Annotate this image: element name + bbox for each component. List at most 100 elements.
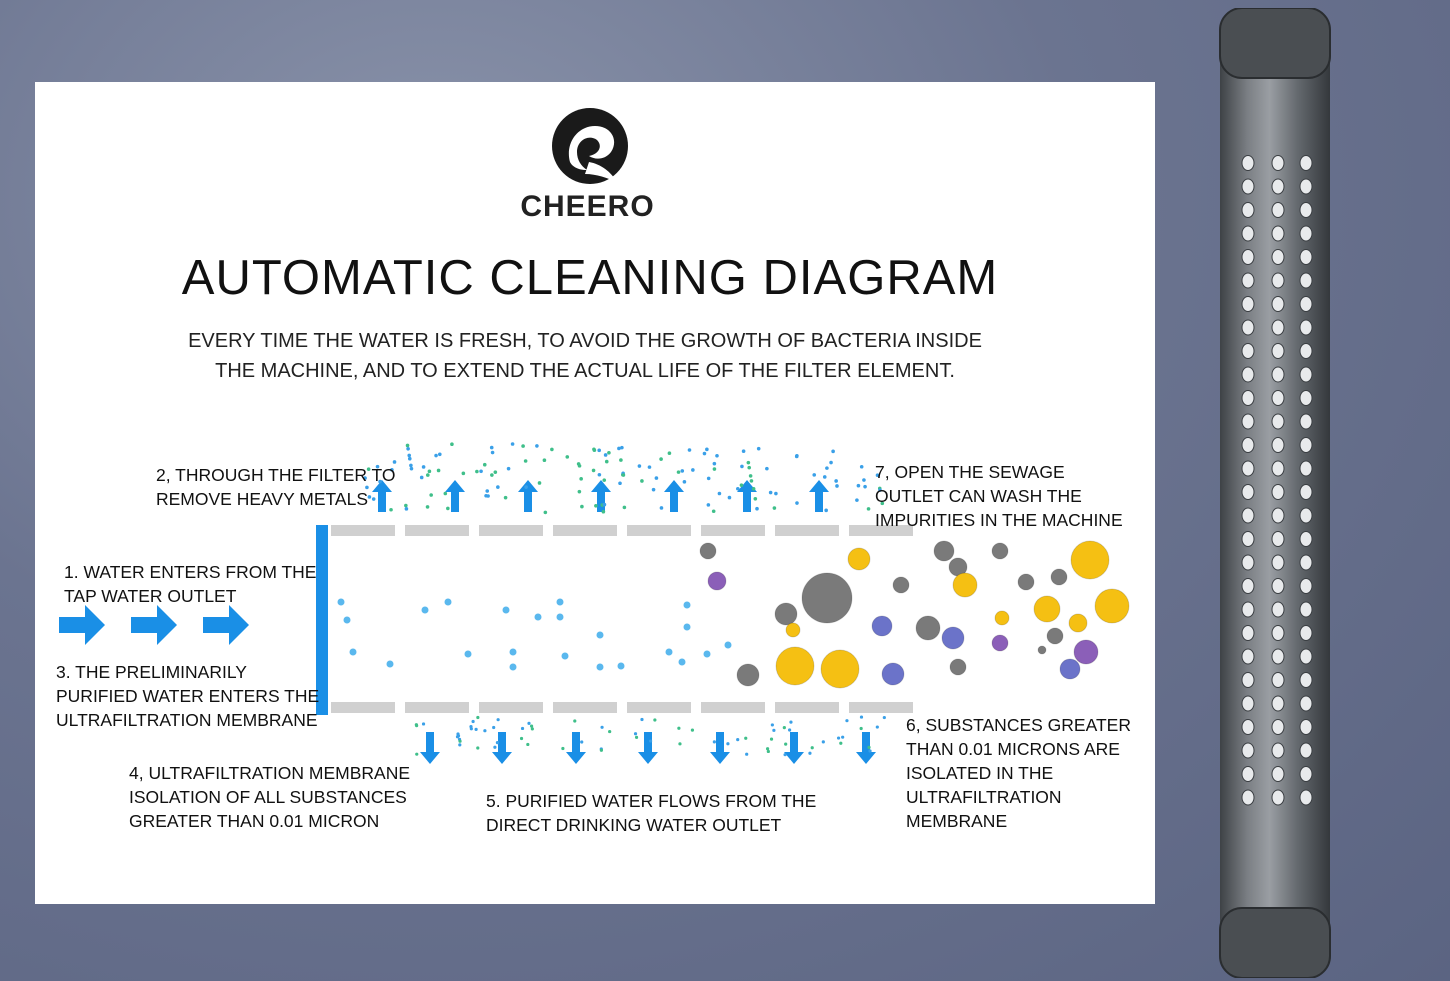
membrane-segment xyxy=(479,525,543,536)
water-particle xyxy=(607,450,611,455)
water-particle xyxy=(855,498,859,502)
cartridge-hole xyxy=(1299,202,1313,218)
water-particle xyxy=(856,483,861,488)
water-particle xyxy=(703,650,711,658)
water-particle xyxy=(687,448,692,452)
water-particle xyxy=(407,456,412,461)
water-particle xyxy=(741,449,746,454)
impurity-particle xyxy=(991,634,1009,652)
water-particle xyxy=(577,489,582,494)
water-particle xyxy=(765,747,770,751)
water-particle xyxy=(580,504,584,509)
water-particle xyxy=(493,470,498,474)
water-particle xyxy=(600,725,604,729)
water-particle xyxy=(836,736,841,740)
membrane-segment xyxy=(627,702,691,713)
impurity-particle xyxy=(1017,573,1035,591)
impurity-particle xyxy=(892,576,910,594)
cartridge-hole xyxy=(1299,178,1313,195)
water-particle xyxy=(604,459,609,464)
water-particle xyxy=(736,738,740,742)
membrane-segment xyxy=(627,525,691,536)
water-particle xyxy=(712,467,717,471)
up-arrow-icon xyxy=(737,480,757,512)
water-particle xyxy=(337,598,345,606)
water-particle xyxy=(597,448,601,453)
step-5-label: 5. PURIFIED WATER FLOWS FROM THE DIRECT … xyxy=(486,791,817,835)
water-particle xyxy=(782,726,786,730)
page-title: AUTOMATIC CLEANING DIAGRAM xyxy=(181,251,999,305)
water-particle xyxy=(774,491,778,496)
water-particle xyxy=(556,613,564,621)
water-particle xyxy=(469,727,473,731)
water-particle xyxy=(875,725,879,729)
water-particle xyxy=(596,631,604,639)
cartridge-hole xyxy=(1271,766,1285,782)
water-particle xyxy=(490,450,495,455)
water-particle xyxy=(603,453,608,457)
water-particle xyxy=(542,458,547,463)
impurity-particle xyxy=(991,542,1009,560)
impurity-particle xyxy=(736,663,760,687)
cartridge-hole xyxy=(1299,695,1313,712)
cartridge-hole xyxy=(1241,766,1255,782)
membrane-segment xyxy=(775,702,839,713)
water-particle xyxy=(479,469,483,474)
cartridge-hole xyxy=(1299,249,1313,265)
cartridge-hole xyxy=(1299,155,1313,171)
inflow-arrow-icon xyxy=(203,605,249,645)
cartridge-hole xyxy=(1241,296,1255,312)
cartridge-hole xyxy=(1299,625,1313,641)
water-particle xyxy=(602,502,607,507)
water-particle xyxy=(520,726,525,731)
water-particle xyxy=(756,446,761,451)
water-particle xyxy=(878,488,882,492)
water-particle xyxy=(530,727,534,731)
membrane-segment xyxy=(405,525,469,536)
water-particle xyxy=(794,454,799,459)
water-particle xyxy=(415,724,419,728)
cartridge-hole xyxy=(1241,272,1255,289)
down-arrow-icon xyxy=(856,732,876,764)
cartridge-hole xyxy=(1299,789,1313,806)
cartridge-hole xyxy=(1271,695,1285,712)
cartridge-hole xyxy=(1271,601,1285,618)
water-particle xyxy=(821,740,825,744)
water-particle xyxy=(795,501,799,505)
water-particle xyxy=(509,663,517,671)
cartridge-hole xyxy=(1271,507,1285,524)
brand-name: CHEERO xyxy=(520,190,655,223)
water-particle xyxy=(523,459,528,463)
impurity-particle xyxy=(801,572,853,624)
water-particle xyxy=(825,466,829,470)
water-particle xyxy=(770,723,774,727)
cartridge-hole xyxy=(1299,554,1313,571)
water-particle xyxy=(868,749,872,753)
inflow-arrow-icon xyxy=(59,605,105,645)
water-particle xyxy=(596,663,604,671)
water-particle xyxy=(706,503,711,507)
cartridge-hole xyxy=(1271,460,1285,477)
impurity-particle xyxy=(915,615,941,641)
membrane-segment xyxy=(331,525,395,536)
cartridge-hole xyxy=(1241,625,1255,641)
impurity-particle xyxy=(1050,568,1068,586)
water-particle xyxy=(502,606,510,614)
water-particle xyxy=(509,648,517,656)
water-particle xyxy=(482,462,487,467)
water-particle xyxy=(390,468,394,472)
impurity-particle xyxy=(785,622,801,638)
water-particle xyxy=(485,489,490,493)
water-particle xyxy=(409,466,414,471)
water-particle xyxy=(378,479,382,484)
water-particle xyxy=(783,753,787,757)
water-particle xyxy=(653,718,657,722)
water-particle xyxy=(490,473,494,477)
water-particle xyxy=(665,648,673,656)
water-particle xyxy=(620,445,624,450)
water-particle xyxy=(524,485,528,489)
up-arrow-icon xyxy=(664,480,684,512)
water-particle xyxy=(366,467,371,471)
water-particle xyxy=(343,616,351,624)
impurity-particle xyxy=(941,626,965,650)
